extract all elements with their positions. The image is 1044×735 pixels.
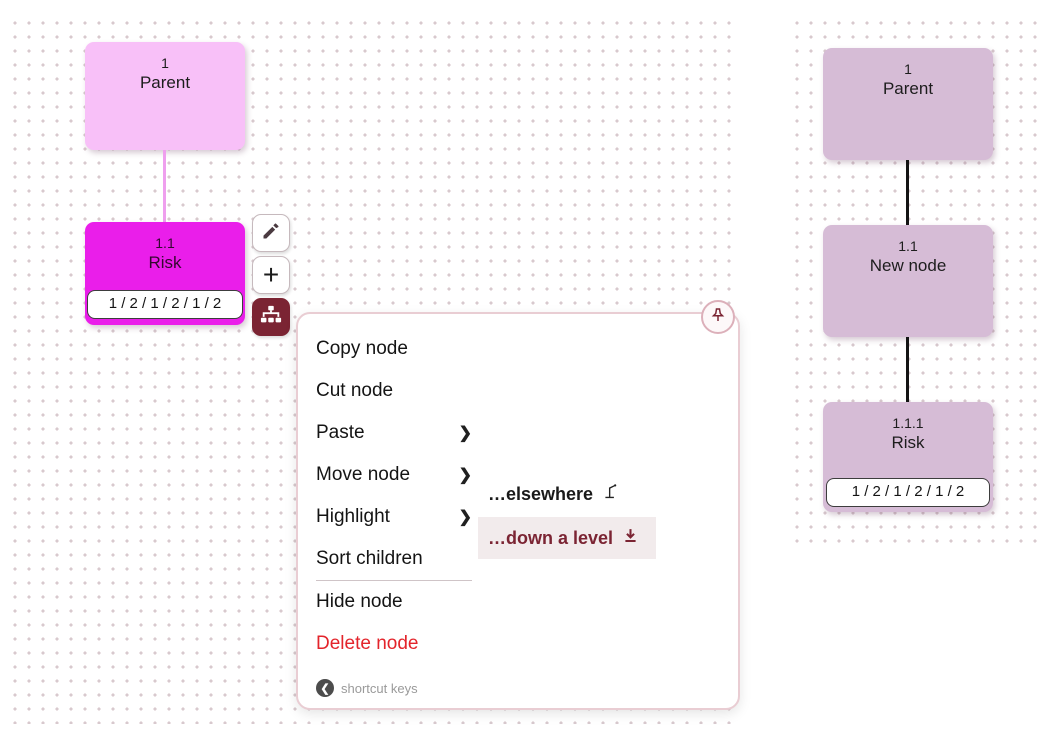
edge-parent-risk [163, 150, 166, 222]
submenu-item-move-elsewhere[interactable]: …elsewhere [478, 473, 656, 515]
node-menu-button[interactable] [252, 298, 290, 336]
node-risk-selected[interactable]: 1.1 Risk 1 / 2 / 1 / 2 / 1 / 2 [85, 222, 245, 325]
edge-parent-newnode [906, 160, 909, 225]
chevron-right-icon: ❯ [458, 509, 472, 526]
node-parent[interactable]: 1 Parent [85, 42, 245, 150]
submenu-item-move-down-a-level[interactable]: …down a level [478, 517, 656, 559]
node-label: Parent [882, 79, 934, 98]
menu-item-copy-node[interactable]: Copy node [316, 328, 472, 370]
menu-divider [316, 580, 472, 581]
menu-item-hide-node[interactable]: Hide node [316, 581, 472, 623]
pin-menu-button[interactable] [701, 300, 735, 334]
arrow-down-to-bar-icon [622, 527, 639, 549]
menu-item-label: Move node [316, 464, 411, 485]
pushpin-icon [709, 306, 727, 329]
menu-item-label: Sort children [316, 548, 423, 569]
sitemap-icon [260, 304, 282, 331]
node-new-node[interactable]: 1.1 New node [823, 225, 993, 337]
node-label: New node [869, 256, 947, 275]
submenu-item-label: …down a level [488, 527, 614, 548]
menu-item-move-node[interactable]: Move node ❯ [316, 454, 472, 496]
node-score-badge: 1 / 2 / 1 / 2 / 1 / 2 [826, 478, 990, 507]
menu-item-label: Delete node [316, 633, 419, 654]
node-id: 1 [904, 61, 912, 77]
node-parent[interactable]: 1 Parent [823, 48, 993, 160]
node-context-menu: Copy node Cut node Paste ❯ Move node ❯ H… [296, 300, 740, 710]
menu-item-sort-children[interactable]: Sort children [316, 538, 472, 580]
shortcut-keys-link[interactable]: ❮ shortcut keys [316, 676, 418, 700]
node-label: Parent [139, 73, 191, 92]
node-id: 1.1 [155, 235, 175, 251]
plus-icon: + [262, 259, 280, 290]
shortcut-keys-label: shortcut keys [341, 680, 418, 696]
back-arrow-icon: ❮ [316, 679, 334, 697]
node-score-badge: 1 / 2 / 1 / 2 / 1 / 2 [87, 290, 243, 319]
node-id: 1 [161, 55, 169, 71]
menu-item-label: Cut node [316, 380, 394, 401]
node-id: 1.1 [898, 238, 918, 254]
node-label: Risk [148, 253, 182, 272]
menu-item-label: Hide node [316, 591, 403, 612]
node-id: 1.1.1 [892, 415, 924, 431]
menu-item-cut-node[interactable]: Cut node [316, 370, 472, 412]
menu-item-highlight[interactable]: Highlight ❯ [316, 496, 472, 538]
add-node-button[interactable]: + [252, 256, 290, 294]
node-label: Risk [891, 433, 925, 452]
node-risk[interactable]: 1.1.1 Risk 1 / 2 / 1 / 2 / 1 / 2 [823, 402, 993, 512]
chevron-right-icon: ❯ [458, 467, 472, 484]
menu-item-label: Paste [316, 422, 365, 443]
edge-newnode-risk [906, 337, 909, 402]
menu-item-label: Copy node [316, 338, 408, 359]
menu-item-paste[interactable]: Paste ❯ [316, 412, 472, 454]
edit-node-button[interactable] [252, 214, 290, 252]
mindmap-canvas-right[interactable]: 1 Parent 1.1 New node 1.1.1 Risk 1 / 2 /… [790, 16, 1038, 546]
move-elsewhere-icon [602, 483, 619, 505]
chevron-right-icon: ❯ [458, 425, 472, 442]
context-menu-list: Copy node Cut node Paste ❯ Move node ❯ H… [316, 328, 472, 665]
menu-item-label: Highlight [316, 506, 390, 527]
submenu-item-label: …elsewhere [488, 483, 594, 504]
pencil-icon [261, 221, 281, 246]
menu-item-delete-node[interactable]: Delete node [316, 623, 472, 665]
